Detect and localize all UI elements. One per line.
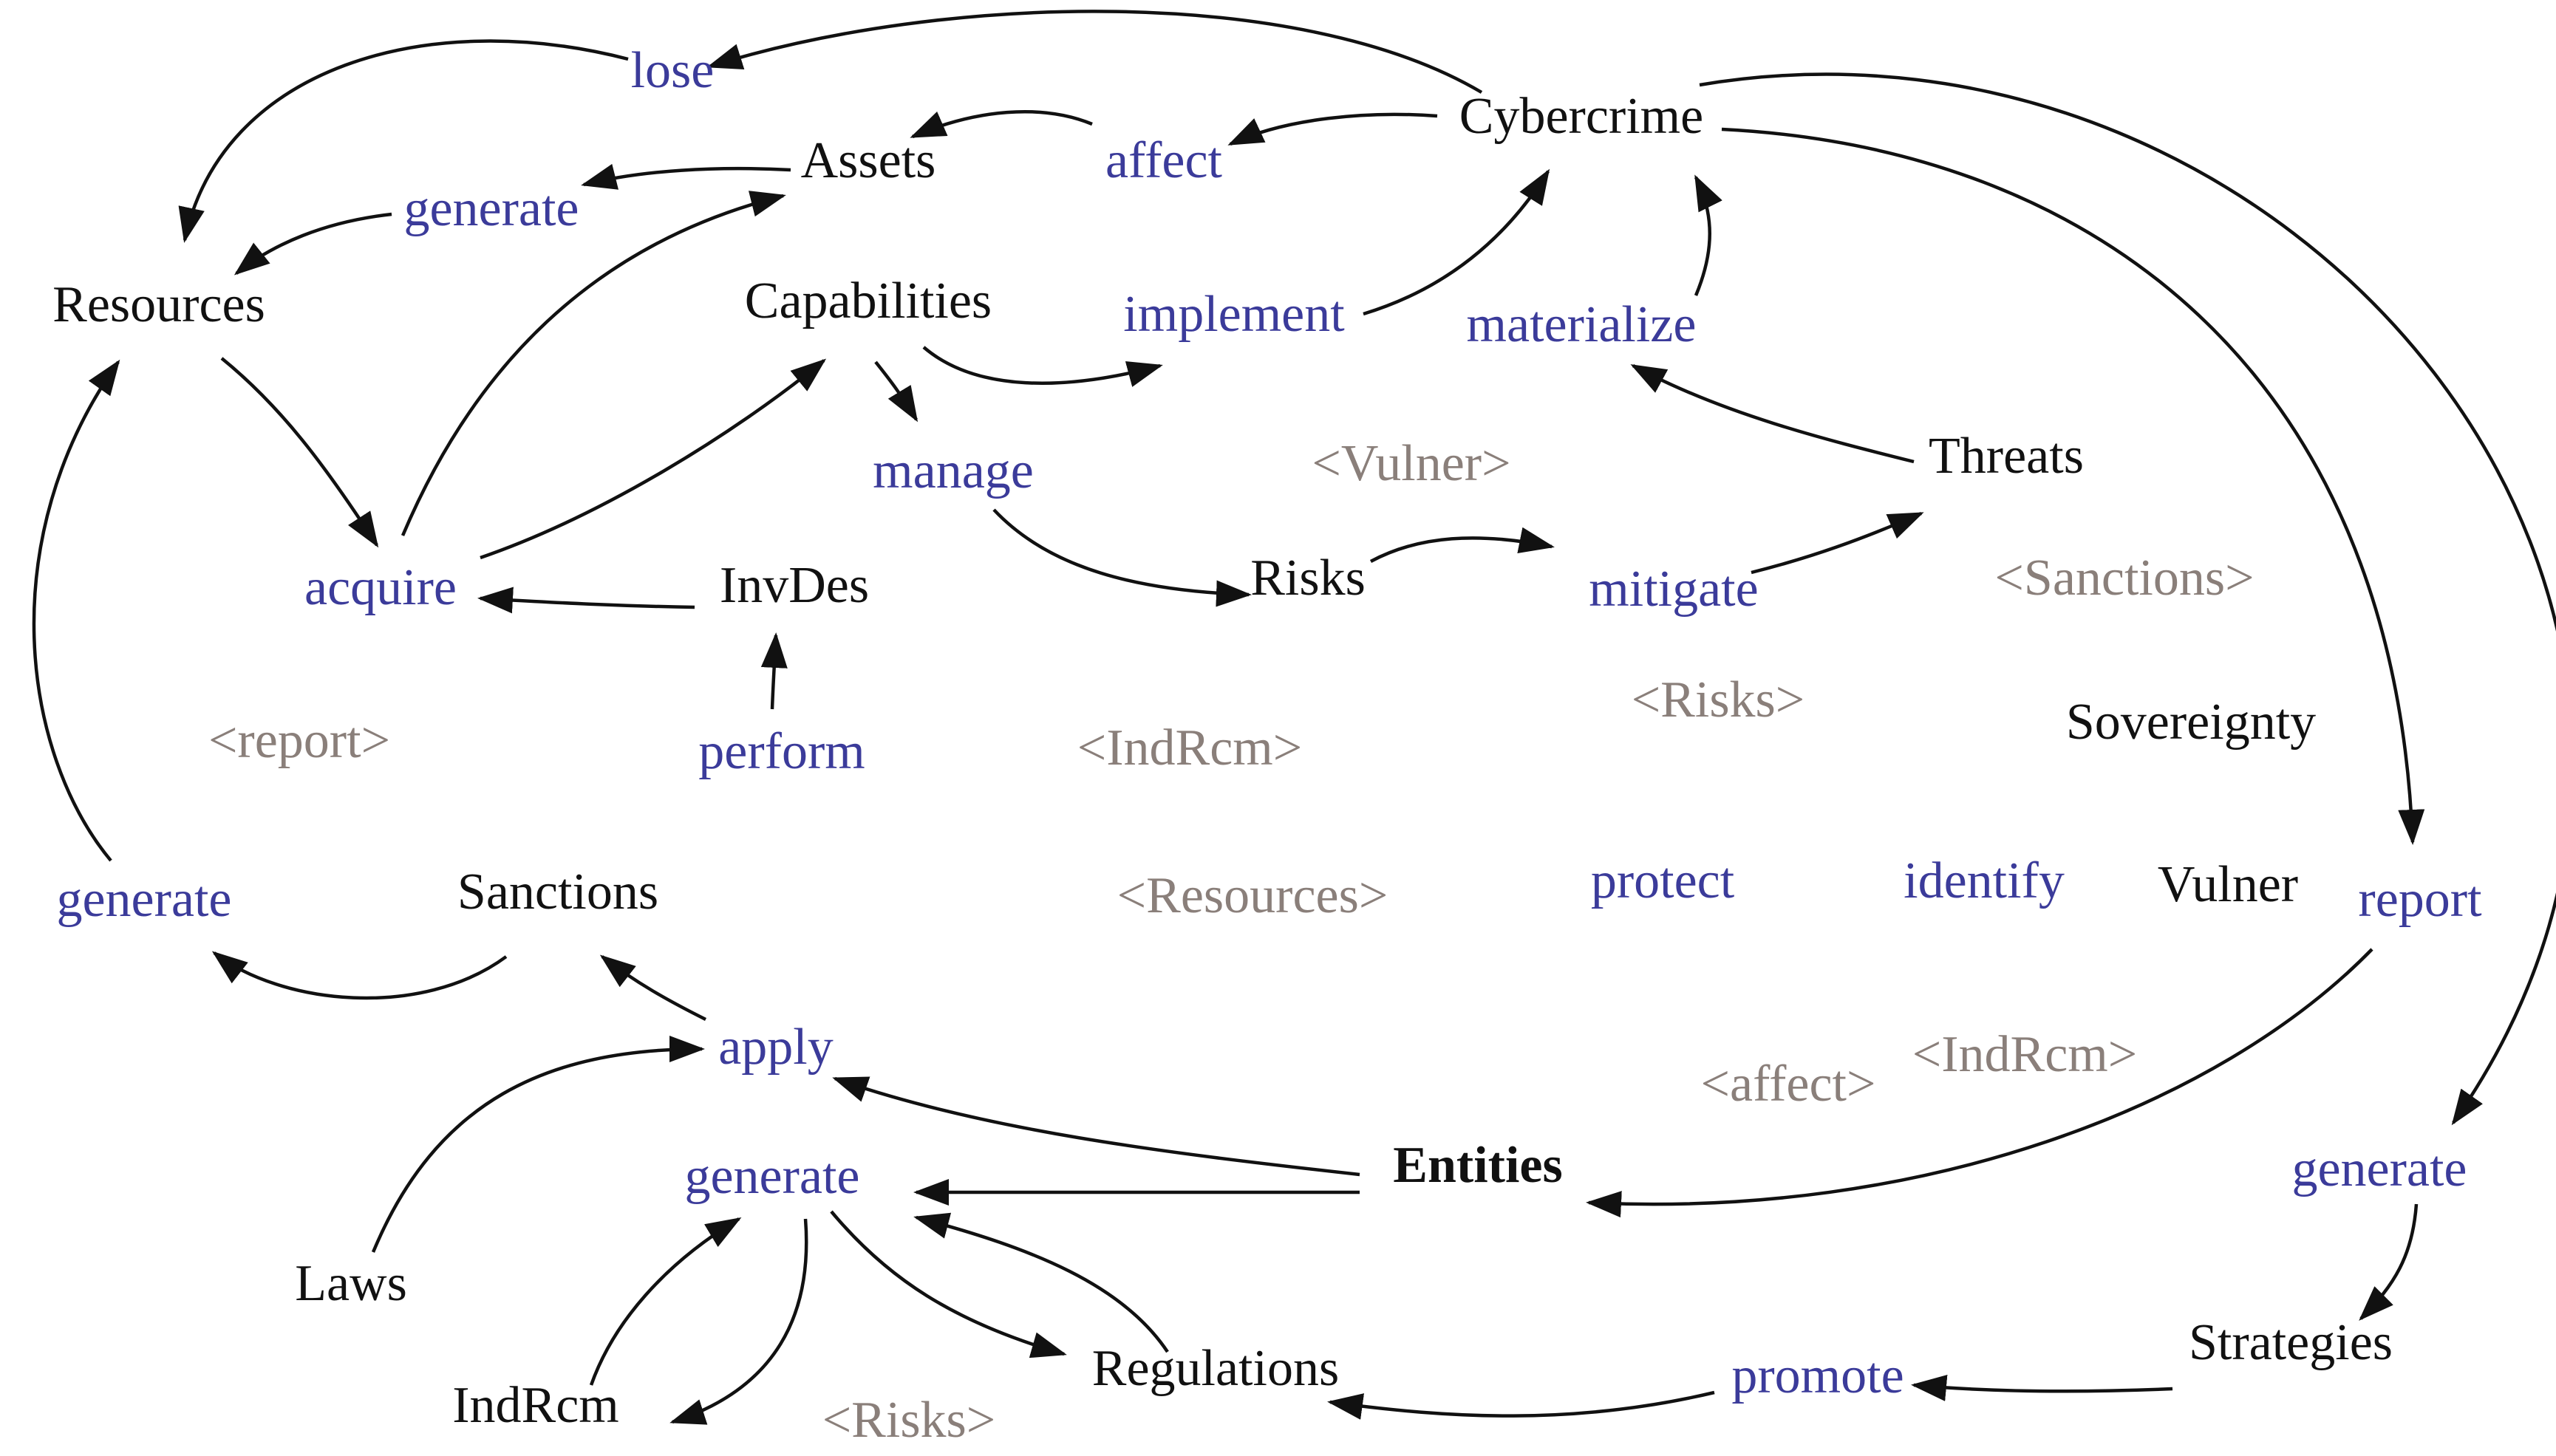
edge-risks-to-mitigate — [1369, 527, 1555, 563]
shadow-sanctions: <Sanctions> — [1994, 550, 2254, 606]
verb-report: report — [2358, 871, 2482, 928]
edge-lose-to-resources — [178, 39, 629, 243]
edge-cybercrime-to-report — [1721, 127, 2425, 845]
edge-indrcm-to-generate — [589, 1217, 742, 1386]
edge-generate-left-to-resources — [32, 359, 120, 862]
verb-protect: protect — [1591, 852, 1735, 909]
edge-manage-to-risks — [992, 508, 1252, 607]
edge-regulations-to-generate — [913, 1212, 1169, 1353]
edge-capabilities-to-manage — [874, 360, 919, 423]
edge-assets-to-generate — [581, 163, 791, 190]
edge-generate-to-indrcm — [669, 1218, 808, 1425]
verb-implement: implement — [1123, 286, 1345, 343]
var-assets: Assets — [801, 132, 936, 189]
verb-materialize: materialize — [1467, 296, 1697, 353]
var-indrcm: IndRcm — [452, 1377, 619, 1434]
edge-sanctions-to-generate-left — [211, 951, 508, 1000]
edge-generate-right-to-strategies — [2359, 1203, 2419, 1321]
edge-resources-to-acquire — [220, 357, 379, 548]
edge-mitigate-to-threats — [1751, 511, 1924, 575]
var-sovereignty: Sovereignty — [2066, 694, 2316, 751]
edge-acquire-to-capabilities — [480, 358, 827, 560]
verb-generate-assets: generate — [403, 180, 579, 237]
edge-threats-to-materialize — [1630, 364, 1915, 464]
edges — [32, 10, 2556, 1425]
verb-generate-left: generate — [56, 871, 231, 928]
edge-materialize-to-cybercrime — [1694, 174, 1722, 296]
var-threats: Threats — [1929, 428, 2084, 485]
edge-laws-to-apply — [371, 1036, 705, 1253]
var-laws: Laws — [295, 1255, 407, 1312]
var-entities: Entities — [1393, 1137, 1562, 1194]
edge-generate-to-resources — [234, 212, 392, 276]
shadow-resources: <Resources> — [1117, 867, 1388, 924]
var-invdes: InvDes — [720, 557, 869, 614]
edge-cybercrime-to-lose — [706, 10, 1483, 94]
verb-apply: apply — [718, 1019, 834, 1076]
edge-invdes-to-acquire — [477, 587, 695, 614]
variable-labels: Cybercrime Assets Resources Capabilities… — [52, 88, 2393, 1434]
var-vulner: Vulner — [2158, 856, 2298, 913]
edge-report-to-entities — [1586, 948, 2373, 1218]
shadow-report: <report> — [208, 712, 390, 769]
var-capabilities: Capabilities — [745, 273, 992, 329]
verb-lose: lose — [631, 42, 715, 99]
shadow-affect: <affect> — [1701, 1056, 1876, 1112]
edge-perform-to-invdes — [760, 632, 788, 710]
verb-labels: lose affect generate implement materiali… — [56, 42, 2482, 1404]
edge-implement-to-cybercrime — [1363, 168, 1550, 316]
edge-cybercrime-to-affect — [1227, 112, 1438, 146]
edge-capabilities-to-implement — [922, 346, 1163, 387]
verb-promote: promote — [1731, 1347, 1904, 1404]
verb-mitigate: mitigate — [1589, 561, 1758, 618]
verb-identify: identify — [1904, 852, 2065, 909]
edge-cybercrime-to-generate-right — [1699, 72, 2556, 1126]
var-risks: Risks — [1250, 550, 1366, 606]
shadow-labels: <Vulner> <Sanctions> <Risks> <report> <I… — [208, 435, 2255, 1449]
var-strategies: Strategies — [2189, 1314, 2393, 1371]
verb-perform: perform — [698, 723, 865, 780]
verb-generate-bottom: generate — [684, 1148, 859, 1205]
verb-manage: manage — [873, 442, 1034, 499]
var-sanctions: Sanctions — [457, 864, 658, 920]
edge-apply-to-sanctions — [599, 954, 707, 1022]
shadow-risks-bottom: <Risks> — [822, 1392, 996, 1449]
edge-entities-to-apply — [832, 1076, 1360, 1177]
var-regulations: Regulations — [1092, 1340, 1339, 1397]
shadow-vulner: <Vulner> — [1312, 435, 1510, 492]
shadow-risks-mid: <Risks> — [1632, 671, 1805, 728]
edge-promote-to-regulations — [1327, 1390, 1715, 1420]
edge-generate-to-regulations — [830, 1210, 1067, 1358]
shadow-indrcm-mid: <IndRcm> — [1077, 720, 1302, 776]
verb-acquire: acquire — [304, 559, 457, 616]
edge-acquire-to-assets — [401, 191, 786, 536]
shadow-indrcm-right: <IndRcm> — [1912, 1026, 2137, 1083]
edge-strategies-to-promote — [1911, 1375, 2173, 1401]
edge-affect-to-assets — [910, 109, 1093, 139]
verb-generate-right: generate — [2291, 1141, 2467, 1197]
var-cybercrime: Cybercrime — [1459, 88, 1703, 145]
verb-affect: affect — [1105, 132, 1223, 189]
var-resources: Resources — [52, 276, 265, 333]
